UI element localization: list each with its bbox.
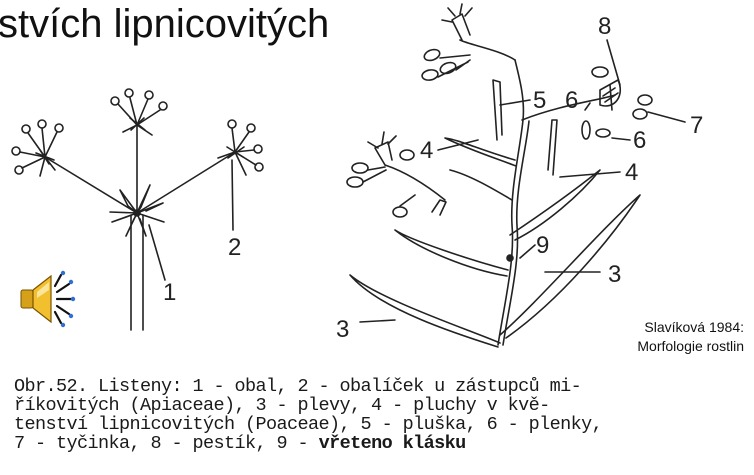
speaker-sound-icon[interactable] [15,270,85,333]
label-5: 5 [533,87,546,114]
credit-line-2: Morfologie rostlin [544,337,744,356]
credit-line-1: Slavíková 1984: [544,318,744,337]
caption-line-4-bold: vřeteno klásku [319,433,466,454]
figure-caption: Obr.52. Listeny: 1 - obal, 2 - obalíček … [14,377,602,453]
caption-line-4: 7 - tyčinka, 8 - pestík, 9 - vřeteno klá… [14,434,602,453]
label-6-top: 6 [565,87,578,114]
label-4-left: 4 [420,137,433,164]
label-8: 8 [598,13,611,40]
label-7: 7 [690,112,703,139]
caption-line-4-text: 7 - tyčinka, 8 - pestík, 9 - [14,433,319,454]
label-4-right: 4 [625,159,638,186]
caption-line-3: tenství lipnicovitých (Poaceae), 5 - plu… [14,415,602,434]
label-3-left: 3 [336,316,349,343]
source-credit: Slavíková 1984: Morfologie rostlin [544,318,744,356]
label-2: 2 [228,234,241,261]
label-1: 1 [163,279,176,306]
caption-line-1: Obr.52. Listeny: 1 - obal, 2 - obalíček … [14,377,602,396]
label-9: 9 [536,232,549,259]
label-3-right: 3 [608,261,621,288]
label-6-bottom: 6 [633,127,646,154]
caption-line-2: říkovitých (Apiaceae), 3 - plevy, 4 - pl… [14,396,602,415]
